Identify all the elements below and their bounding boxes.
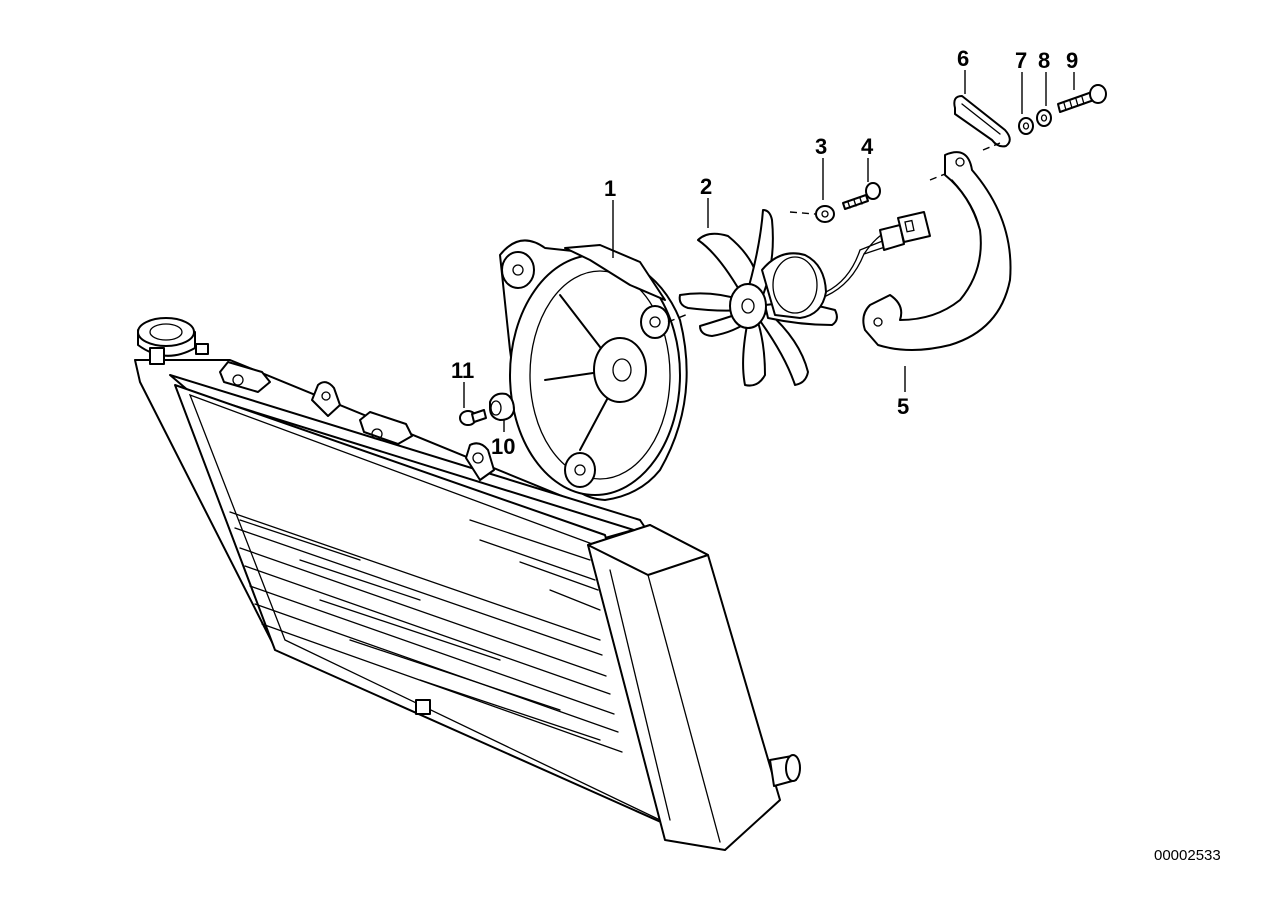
callout-7: 7 (1015, 48, 1027, 73)
screw-4 (842, 182, 881, 210)
washer-7 (1018, 117, 1034, 135)
washer-3 (815, 205, 835, 223)
callout-labels: 1 2 3 4 5 6 7 8 9 10 11 (451, 46, 1078, 459)
radiator-fins (229, 511, 623, 753)
callout-3: 3 (815, 134, 827, 159)
callout-2: 2 (700, 174, 712, 199)
fan-cover (862, 151, 1012, 351)
radiator-filler-cap (137, 317, 209, 365)
callout-4: 4 (861, 134, 874, 159)
callout-5: 5 (897, 394, 909, 419)
callout-10: 10 (491, 434, 515, 459)
radiator-end-tank (587, 524, 781, 851)
callout-9: 9 (1066, 48, 1078, 73)
radiator (134, 317, 801, 851)
fan-with-motor (678, 209, 931, 387)
drawing-number: 00002533 (1154, 847, 1221, 864)
callout-8: 8 (1038, 48, 1050, 73)
fan-shroud (499, 239, 688, 501)
callout-11: 11 (451, 358, 474, 383)
radiator-mounting-tabs (219, 361, 495, 481)
rubber-buffer-10 (489, 392, 515, 421)
radiator-bottom-stub (415, 699, 431, 715)
callout-1: 1 (604, 176, 616, 201)
callout-6: 6 (957, 46, 969, 71)
bushing-11 (459, 409, 487, 426)
bolt-9 (1057, 84, 1107, 113)
clip-6 (953, 95, 1011, 148)
radiator-outlet-pipe (769, 754, 801, 787)
assembly-lines (667, 142, 1001, 323)
washer-8 (1036, 109, 1052, 127)
leader-lines (463, 70, 1075, 432)
